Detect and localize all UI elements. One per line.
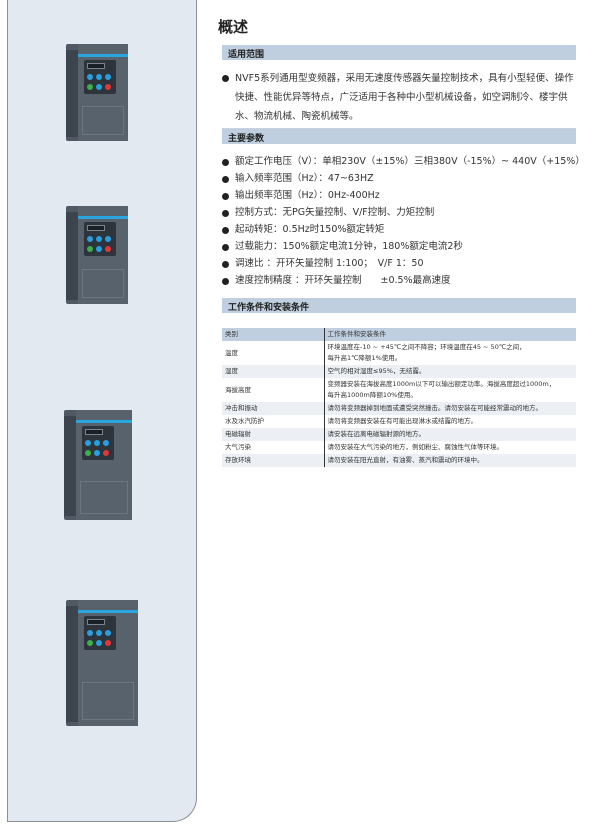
table-row: 湿度空气的相对湿度≤95%，无结露。 [222,365,576,378]
inverter-product-image [66,44,128,141]
param-item: 过载能力：150%额定电流1分钟，180%额定电流2秒 [222,238,585,255]
table-cell: 空气的相对湿度≤95%，无结露。 [324,365,576,378]
params-list: 额定工作电压（V）：单相230V（±15%）三相380V（-15%）~ 440V… [222,153,585,289]
param-item: 输出频率范围（Hz）：0Hz-400Hz [222,187,585,204]
table-row: 存放环境请勿安装在阳光直射，有油雾、蒸汽和震动的环境中。 [222,454,576,467]
table-cell: 温度 [222,341,325,365]
inverter-product-image [66,600,138,726]
table-row: 海拔高度变频器安装在海拔高度1000m以下可以输出额定功率。海拔高度超过1000… [222,378,576,402]
table-row: 冲击和振动请勿将变频器掉到地面或遭受突然撞击。请勿安装在可能经常震动的地方。 [222,402,576,415]
divider [222,128,576,129]
scope-text: NVF5系列通用型变频器，采用无速度传感器矢量控制技术，具有小型轻便、操作快捷、… [222,69,576,126]
table-cell: 环境温度在-10 ~ +45℃之间不降容；环境温度在45 ~ 50℃之间， 每升… [327,343,526,362]
param-item: 调速比 ：开环矢量控制 1:100； V/F 1：50 [222,255,585,272]
section-heading-scope: 适用范围 [222,45,576,60]
table-cell: 海拔高度 [222,378,325,402]
table-cell: 水及水汽防护 [222,415,325,428]
table-row: 温度环境温度在-10 ~ +45℃之间不降容；环境温度在45 ~ 50℃之间， … [222,341,576,365]
param-item: 输入频率范围（Hz）：47~63HZ [222,170,585,187]
table-cell: 存放环境 [222,454,325,467]
param-item: 额定工作电压（V）：单相230V（±15%）三相380V（-15%）~ 440V… [222,153,585,170]
conditions-table: 类别工作条件和安装条件温度环境温度在-10 ~ +45℃之间不降容；环境温度在4… [222,328,576,467]
param-item: 起动转矩：0.5Hz时150%额定转矩 [222,221,585,238]
table-cell: 大气污染 [222,441,325,454]
table-cell: 请勿安装在大气污染的地方，例如粉尘、腐蚀性气体等环境。 [327,443,504,451]
inverter-product-image [66,206,128,304]
page-title: 概述 [218,18,249,36]
table-row: 电磁辐射请安装在远离电磁辐射源的地方。 [222,428,576,441]
column-header: 类别 [222,328,325,341]
table-cell: 湿度 [222,365,325,378]
param-item: 控制方式：无PG矢量控制、V/F控制、力矩控制 [222,204,585,221]
param-item: 速度控制精度 ：开环矢量控制 ±0.5%最高速度 [222,272,585,289]
table-header: 类别工作条件和安装条件 [222,328,576,341]
table-row: 大气污染请勿安装在大气污染的地方，例如粉尘、腐蚀性气体等环境。 [222,441,576,454]
table-cell: 请安装在远离电磁辐射源的地方。 [324,428,576,441]
table-cell: 电磁辐射 [222,428,325,441]
section-heading-params: 主要参数 [222,129,576,144]
table-row: 水及水汽防护请勿将变频器安装在有可能出现淋水或结露的地方。 [222,415,576,428]
inverter-product-image [64,410,132,520]
table-cell: 请勿安装在阳光直射，有油雾、蒸汽和震动的环境中。 [324,454,576,467]
table-cell: 冲击和振动 [222,402,325,415]
table-cell: 请勿将变频器掉到地面或遭受突然撞击。请勿安装在可能经常震动的地方。 [324,402,576,415]
table-cell: 变频器安装在海拔高度1000m以下可以输出额定功率。海拔高度超过1000m， 每… [327,380,556,399]
section-heading-conditions: 工作条件和安装条件 [222,298,576,313]
column-header: 工作条件和安装条件 [324,328,576,341]
table-cell: 请勿将变频器安装在有可能出现淋水或结露的地方。 [327,417,478,425]
scope-list: NVF5系列通用型变频器，采用无速度传感器矢量控制技术，具有小型轻便、操作快捷、… [222,69,576,126]
